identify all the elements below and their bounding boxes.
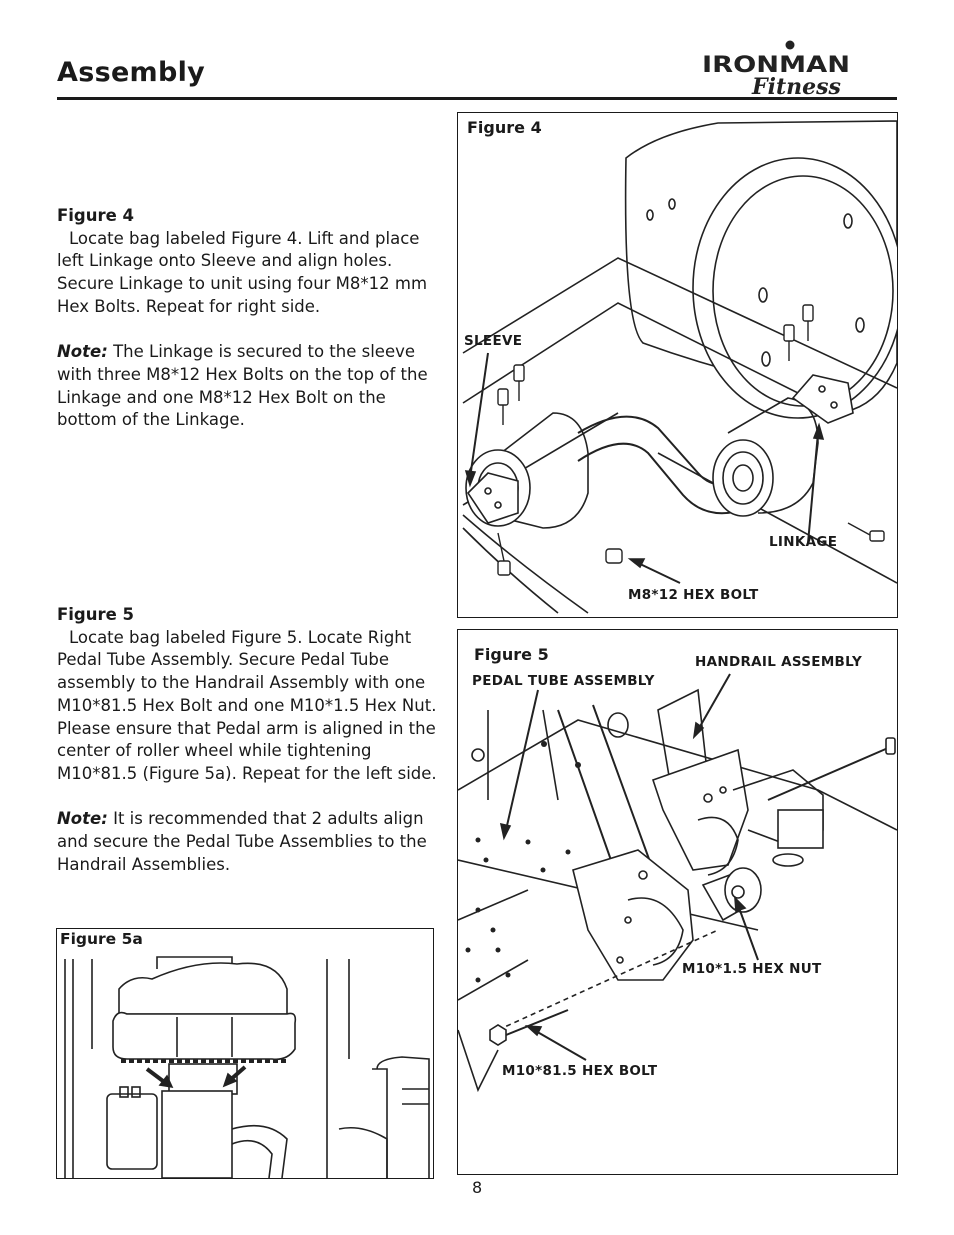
hex-nut-label: M10*1.5 HEX NUT bbox=[682, 961, 822, 977]
ironman-fitness-logo: IRONMAN Fitness bbox=[700, 40, 855, 100]
hex-bolt-label: M8*12 HEX BOLT bbox=[628, 587, 759, 603]
figure-5-heading: Figure 5 bbox=[57, 605, 135, 624]
figure-4-heading: Figure 4 bbox=[57, 206, 135, 225]
figure-5-title: Figure 5 bbox=[474, 645, 549, 664]
figure-4-note: Note: The Linkage is secured to the slee… bbox=[57, 341, 449, 432]
page-number: 8 bbox=[472, 1178, 483, 1197]
note-label: Note: bbox=[57, 342, 108, 362]
svg-text:IRONMAN: IRONMAN bbox=[702, 53, 850, 78]
pedal-tube-assembly-label: PEDAL TUBE ASSEMBLY bbox=[472, 673, 655, 689]
handrail-assembly-label: HANDRAIL ASSEMBLY bbox=[695, 654, 863, 670]
figure-5-illustration: Figure 5 HANDRAIL ASSEMBLY PEDAL TUBE AS… bbox=[457, 629, 898, 1175]
sleeve-label: SLEEVE bbox=[464, 333, 523, 349]
linkage-label: LINKAGE bbox=[769, 534, 838, 550]
figure-5-note: Note: It is recommended that 2 adults al… bbox=[57, 808, 449, 876]
note-label: Note: bbox=[57, 809, 108, 829]
figure-4-illustration: Figure 4 SLEEVE LINKAGE M8*12 HEX BOLT bbox=[457, 112, 898, 618]
svg-text:Fitness: Fitness bbox=[751, 74, 841, 98]
figure-4-instructions: Figure 4 Locate bag labeled Figure 4. Li… bbox=[57, 205, 449, 432]
note-text: It is recommended that 2 adults align an… bbox=[57, 809, 427, 874]
figure-5a-illustration: Figure 5a bbox=[56, 928, 434, 1179]
header-rule bbox=[57, 97, 897, 100]
figure-5a-title: Figure 5a bbox=[60, 930, 143, 948]
note-text: The Linkage is secured to the sleeve wit… bbox=[57, 342, 428, 430]
figure-5-instructions: Figure 5 Locate bag labeled Figure 5. Lo… bbox=[57, 604, 449, 876]
figure-5-body: Locate bag labeled Figure 5. Locate Righ… bbox=[57, 627, 437, 783]
figure-4-title: Figure 4 bbox=[467, 118, 542, 137]
figure-4-body: Locate bag labeled Figure 4. Lift and pl… bbox=[57, 228, 428, 316]
page-title: Assembly bbox=[57, 57, 206, 88]
hex-bolt-label: M10*81.5 HEX BOLT bbox=[502, 1063, 658, 1079]
